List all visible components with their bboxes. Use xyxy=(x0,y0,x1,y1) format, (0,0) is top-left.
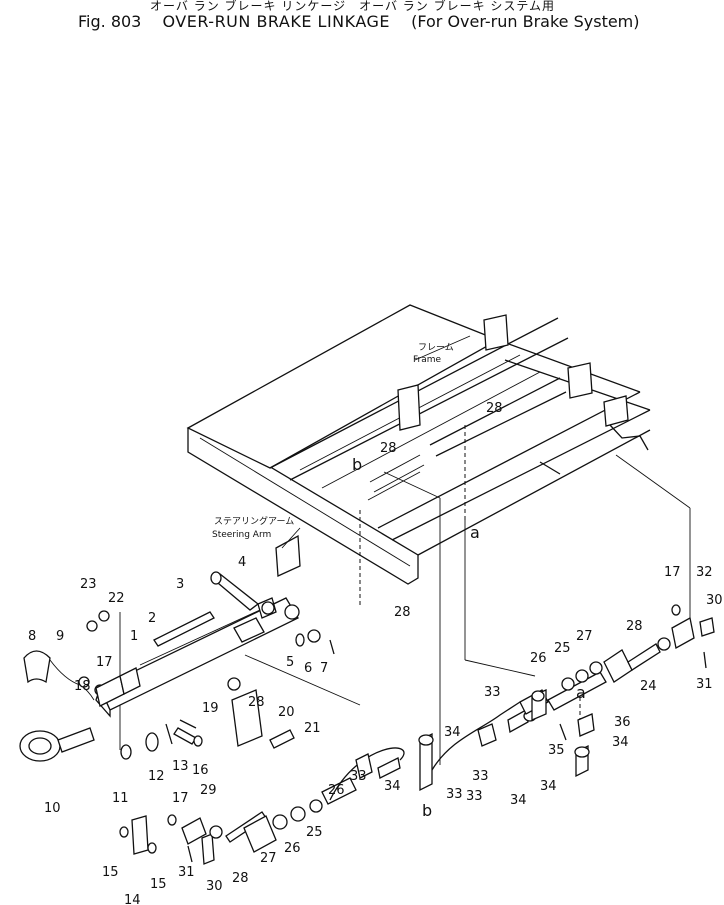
steering-arm-label-en: Steering Arm xyxy=(212,530,271,540)
callout-label: 28 xyxy=(380,441,397,456)
callout-label: 20 xyxy=(278,705,295,720)
callout-label: 28 xyxy=(626,619,643,634)
frame-label-jp: フレーム xyxy=(418,342,454,353)
figure-number: Fig. 803 xyxy=(78,12,142,31)
vehicle-frame xyxy=(186,304,651,585)
callout-label: 31 xyxy=(696,677,713,692)
callout-label: 34 xyxy=(510,793,527,808)
callout-label: 25 xyxy=(554,641,571,656)
callout-label: 2 xyxy=(148,611,156,626)
leader-lines xyxy=(119,335,691,765)
callout-label: 33 xyxy=(466,789,483,804)
callout-label: 27 xyxy=(260,851,277,866)
callout-label: 16 xyxy=(192,763,209,778)
callout-label: 12 xyxy=(148,769,165,784)
linkage-parts xyxy=(19,571,715,865)
figure-subtitle: (For Over-run Brake System) xyxy=(411,12,640,31)
frame-annotations: フレーム Frame ステアリングアーム Steering Arm b a a … xyxy=(212,342,586,820)
callout-label: 28 xyxy=(486,401,503,416)
callout-label: 34 xyxy=(384,779,401,794)
callout-label: 13 xyxy=(172,759,189,774)
reference-mark-b-bottom: b xyxy=(422,801,432,820)
callout-label: 28 xyxy=(232,871,249,886)
callout-label: 7 xyxy=(320,661,328,676)
callout-label: 29 xyxy=(200,783,217,798)
steering-arm-label-jp: ステアリングアーム xyxy=(214,515,294,527)
callout-label: 26 xyxy=(328,783,345,798)
callout-label: 4 xyxy=(238,555,246,570)
callout-label: 6 xyxy=(304,661,312,676)
callout-label: 17 xyxy=(172,791,189,806)
callout-label: 3 xyxy=(176,577,184,592)
callout-label: 28 xyxy=(394,605,411,620)
callout-label: 25 xyxy=(306,825,323,840)
callout-label: 17 xyxy=(664,565,681,580)
callout-label: 10 xyxy=(44,801,61,816)
callout-label: 9 xyxy=(56,629,64,644)
callout-label: 36 xyxy=(614,715,631,730)
callout-label: 15 xyxy=(102,865,119,880)
callout-label: 5 xyxy=(286,655,294,670)
figure-title: Fig. 803 OVER-RUN BRAKE LINKAGE (For Ove… xyxy=(78,12,640,31)
callout-label: 14 xyxy=(124,893,141,905)
callout-label: 33 xyxy=(484,685,501,700)
callout-label: 30 xyxy=(206,879,223,894)
callout-label: 19 xyxy=(202,701,219,716)
reference-mark-b-top: b xyxy=(352,455,362,474)
callout-label: 15 xyxy=(150,877,167,892)
callout-label: 33 xyxy=(446,787,463,802)
callout-label: 24 xyxy=(640,679,657,694)
part-callouts: 1 2 3 4 5 6 7 8 9 10 11 12 13 14 15 15 1… xyxy=(28,401,723,905)
callout-label: 22 xyxy=(108,591,125,606)
callout-label: 30 xyxy=(706,593,723,608)
callout-label: 33 xyxy=(472,769,489,784)
frame-label-en: Frame xyxy=(413,355,442,365)
callout-label: 21 xyxy=(304,721,321,736)
callout-label: 17 xyxy=(96,655,113,670)
reference-mark-a-bottom: a xyxy=(576,683,586,702)
callout-label: 11 xyxy=(112,791,129,806)
reference-mark-a-top: a xyxy=(470,523,480,542)
callout-label: 35 xyxy=(548,743,565,758)
callout-label: 26 xyxy=(284,841,301,856)
callout-label: 23 xyxy=(80,577,97,592)
callout-label: 27 xyxy=(576,629,593,644)
callout-label: 33 xyxy=(350,769,367,784)
callout-label: 8 xyxy=(28,629,36,644)
callout-label: 32 xyxy=(696,565,713,580)
callout-label: 31 xyxy=(178,865,195,880)
callout-label: 1 xyxy=(130,629,138,644)
callout-label: 18 xyxy=(74,679,91,694)
callout-label: 34 xyxy=(540,779,557,794)
figure-name: OVER-RUN BRAKE LINKAGE xyxy=(162,12,391,31)
callout-label: 28 xyxy=(248,695,265,710)
callout-label: 34 xyxy=(612,735,629,750)
title-japanese: オーバ ラン ブレーキ リンケージ オーバ ラン ブレーキ システム用 xyxy=(150,0,556,13)
callout-label: 26 xyxy=(530,651,547,666)
callout-label: 34 xyxy=(444,725,461,740)
